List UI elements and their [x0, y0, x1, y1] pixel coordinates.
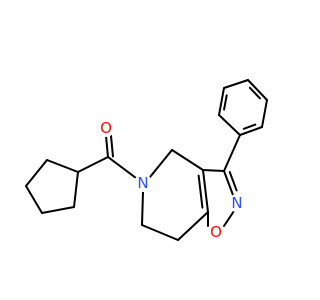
phenyl-double-bond [248, 86, 261, 100]
cyclopentane-bond [46, 159, 79, 173]
phenyl-double-bond [223, 94, 228, 111]
isoxazole-oxygen: O [207, 223, 225, 241]
cyclopentane-bond [25, 159, 48, 187]
ring-bond [141, 191, 144, 226]
phenyl-attachment-bond [223, 134, 241, 172]
molecule-diagram: O N N O [25, 79, 268, 241]
phenyl-bond [218, 87, 225, 116]
atom-label-isoxazole-oxygen: O [210, 223, 222, 241]
isoxazole-double-bond [223, 170, 234, 196]
bond-layer [25, 79, 268, 241]
structure-svg: O N N O [25, 79, 268, 241]
carbonyl-oxygen: O [97, 119, 115, 137]
isoxazole-double-bond [228, 171, 238, 192]
cyclopentane-bond [73, 171, 79, 208]
atom-label-amide-nitrogen: N [137, 174, 148, 192]
isoxazole-bond [223, 210, 235, 227]
atom-label-isoxazole-nitrogen: N [231, 194, 242, 212]
atom-label-carbonyl-oxygen: O [100, 119, 112, 137]
amide-bond [107, 156, 137, 179]
phenyl-bond [239, 126, 263, 136]
phenyl-bond [218, 114, 241, 136]
phenyl-double-bond [242, 123, 257, 130]
phenyl-bond [261, 99, 268, 128]
ring-bond [177, 211, 209, 241]
isoxazole-nitrogen: N [228, 194, 246, 212]
carbonyl-double-bond [109, 134, 114, 158]
isoxazole-double-bond [197, 174, 204, 209]
cyclopentyl-carbonyl-bond [77, 156, 109, 173]
ring-bond [141, 224, 179, 241]
phenyl-bond [247, 79, 268, 101]
isoxazole-bond [202, 169, 225, 172]
ring-bond [171, 149, 204, 171]
amide-nitrogen: N [134, 174, 152, 192]
cyclopentane-bond [25, 185, 43, 214]
carbonyl-double-bond [105, 135, 109, 158]
ring-bond [202, 169, 209, 213]
phenyl-bond [223, 79, 249, 89]
ring-bond [149, 149, 173, 178]
cyclopentane-bond [41, 206, 75, 214]
atom-label-layer: O N N O [97, 119, 246, 241]
